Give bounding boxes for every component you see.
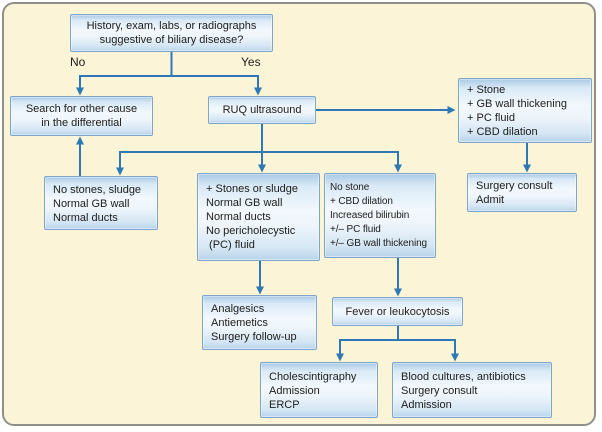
node-no-stone-cbd-dilation: No stone + CBD dilation Increased biliru… [324,173,436,258]
node-search-other-cause: Search for other cause in the differenti… [10,96,153,136]
node-cholescintigraphy-text: Cholescintigraphy Admission ERCP [269,371,357,411]
node-normal-ultrasound-text: No stones, sludge Normal GB wall Normal … [53,184,142,224]
node-ruq-ultrasound: RUQ ultrasound [208,96,316,124]
node-fever-leukocytosis-text: Fever or leukocytosis [345,305,450,318]
node-cholescintigraphy: Cholescintigraphy Admission ERCP [260,362,378,418]
node-positive-findings-text: + Stone + GB wall thickening + PC fluid … [467,84,567,138]
node-analgesics: Analgesics Antiemetics Surgery follow-up [202,295,317,350]
node-ruq-ultrasound-text: RUQ ultrasound [222,104,302,116]
node-analgesics-text: Analgesics Antiemetics Surgery follow-up [211,303,297,343]
node-stones-or-sludge-text: + Stones or sludge Normal GB wall Normal… [206,183,299,251]
node-stones-or-sludge: + Stones or sludge Normal GB wall Normal… [197,173,320,261]
node-normal-ultrasound: No stones, sludge Normal GB wall Normal … [44,176,158,230]
node-no-stone-cbd-dilation-text: No stone + CBD dilation Increased biliru… [330,182,428,249]
node-search-other-cause-text: Search for other cause in the differenti… [25,103,138,129]
node-surgery-consult-admit: Surgery consult Admit [467,173,577,212]
node-question: History, exam, labs, or radiographs sugg… [70,14,273,52]
branch-label-no: No [70,55,86,69]
node-positive-findings: + Stone + GB wall thickening + PC fluid … [458,78,592,143]
node-surgery-consult-admit-text: Surgery consult Admit [476,180,553,206]
node-question-text: History, exam, labs, or radiographs sugg… [86,20,257,46]
branch-label-yes: Yes [241,55,261,69]
node-blood-cultures-text: Blood cultures, antibiotics Surgery cons… [401,371,526,411]
node-blood-cultures: Blood cultures, antibiotics Surgery cons… [392,362,552,418]
node-fever-leukocytosis: Fever or leukocytosis [332,297,463,326]
